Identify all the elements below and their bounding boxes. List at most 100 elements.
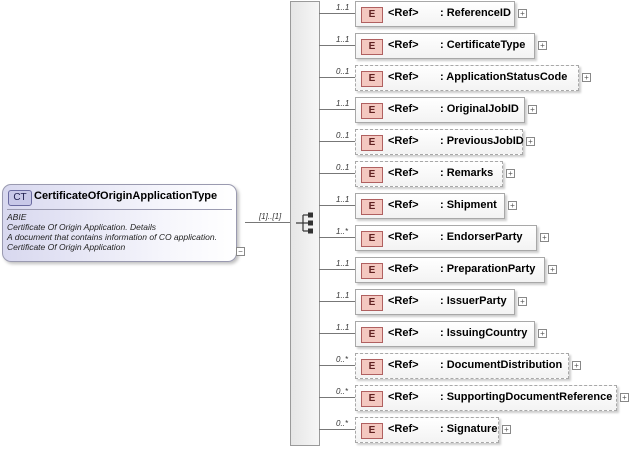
- element-name: : Remarks: [440, 167, 494, 179]
- expand-toggle[interactable]: +: [540, 233, 549, 242]
- element-badge: E: [361, 295, 383, 311]
- expand-toggle[interactable]: +: [538, 329, 547, 338]
- element-badge: E: [361, 423, 383, 439]
- element-ref-label: <Ref>: [388, 295, 419, 307]
- sequence-cardinality: [1]..[1]: [259, 212, 282, 221]
- element-connector: [319, 333, 355, 334]
- expand-toggle[interactable]: +: [508, 201, 517, 210]
- element-connector: [319, 301, 355, 302]
- element-cardinality: 0..1: [336, 131, 350, 140]
- element-box[interactable]: E <Ref> : Signature: [355, 417, 499, 443]
- ct-doc-line: Certificate Of Origin Application: [7, 242, 126, 252]
- element-box[interactable]: E <Ref> : ReferenceID: [355, 1, 515, 27]
- element-connector: [319, 397, 355, 398]
- element-ref-label: <Ref>: [388, 7, 419, 19]
- element-name: : IssuerParty: [440, 295, 507, 307]
- expand-toggle[interactable]: +: [572, 361, 581, 370]
- element-connector: [319, 269, 355, 270]
- element-name: : PreviousJobID: [440, 135, 524, 147]
- expand-toggle[interactable]: +: [538, 41, 547, 50]
- collapse-toggle[interactable]: −: [236, 247, 245, 256]
- element-cardinality: 0..1: [336, 67, 350, 76]
- expand-toggle[interactable]: +: [528, 105, 537, 114]
- element-box[interactable]: E<Ref>: EndorserParty: [355, 225, 537, 251]
- element-connector: [319, 429, 355, 430]
- element-ref-label: <Ref>: [388, 263, 419, 275]
- expand-toggle[interactable]: +: [582, 73, 591, 82]
- element-ref-label: <Ref>: [388, 167, 419, 179]
- element-cardinality: 1..1: [336, 99, 350, 108]
- ct-separator: [7, 209, 232, 210]
- element-ref-label: <Ref>: [388, 135, 419, 147]
- element-box[interactable]: E <Ref> : IssuerParty: [355, 289, 515, 315]
- element-name: : PreparationParty: [440, 263, 536, 275]
- element-name: : EndorserParty: [440, 231, 523, 243]
- element-name: : IssuingCountry: [440, 327, 528, 339]
- expand-toggle[interactable]: +: [518, 9, 527, 18]
- expand-toggle[interactable]: +: [548, 265, 557, 274]
- element-connector: [319, 45, 355, 46]
- element-connector: [319, 13, 355, 14]
- element-ref-label: <Ref>: [388, 71, 419, 83]
- element-badge: E: [361, 359, 383, 375]
- element-connector: [319, 173, 355, 174]
- expand-toggle[interactable]: +: [518, 297, 527, 306]
- element-box[interactable]: E<Ref>: SupportingDocumentReference: [355, 385, 617, 411]
- element-connector: [319, 365, 355, 366]
- expand-toggle[interactable]: +: [526, 137, 535, 146]
- element-ref-label: <Ref>: [388, 39, 419, 51]
- ct-doc-line: Certificate Of Origin Application. Detai…: [7, 222, 156, 232]
- element-badge: E: [361, 71, 383, 87]
- element-box[interactable]: E <Ref> : DocumentDistribution: [355, 353, 569, 379]
- element-cardinality: 1..1: [336, 259, 350, 268]
- element-badge: E: [361, 7, 383, 23]
- element-box[interactable]: E <Ref> : PreparationParty: [355, 257, 545, 283]
- element-badge: E: [361, 391, 383, 407]
- expand-toggle[interactable]: +: [506, 169, 515, 178]
- element-badge: E: [361, 135, 383, 151]
- element-badge: E: [361, 263, 383, 279]
- expand-toggle[interactable]: +: [502, 425, 511, 434]
- element-badge: E: [361, 327, 383, 343]
- element-cardinality: 0..1: [336, 163, 350, 172]
- element-cardinality: 1..1: [336, 291, 350, 300]
- element-box[interactable]: E <Ref> : PreviousJobID: [355, 129, 524, 155]
- element-box[interactable]: E <Ref> : OriginalJobID: [355, 97, 525, 123]
- element-box[interactable]: E <Ref> : Remarks: [355, 161, 503, 187]
- sequence-compositor[interactable]: [290, 1, 320, 446]
- ct-doc-line: ABIE: [7, 212, 27, 222]
- element-box[interactable]: E <Ref> : IssuingCountry: [355, 321, 535, 347]
- element-ref-label: <Ref>: [388, 231, 419, 243]
- element-ref-label: <Ref>: [388, 199, 419, 211]
- ct-doc-line: A document that contains information of …: [7, 232, 217, 242]
- element-ref-label: <Ref>: [388, 327, 419, 339]
- element-name: : Signature: [440, 423, 498, 435]
- element-cardinality: 1..1: [336, 323, 350, 332]
- element-name: : DocumentDistribution: [440, 359, 563, 371]
- expand-toggle[interactable]: +: [620, 393, 629, 402]
- element-ref-label: <Ref>: [388, 359, 419, 371]
- ct-badge: CT: [8, 190, 32, 206]
- element-ref-label: <Ref>: [388, 103, 419, 115]
- element-name: : ReferenceID: [440, 7, 511, 19]
- element-box[interactable]: E<Ref>: Shipment: [355, 193, 505, 219]
- connector-line: [245, 222, 290, 223]
- element-connector: [319, 205, 355, 206]
- complex-type-box[interactable]: CT CertificateOfOriginApplicationType AB…: [2, 184, 237, 262]
- element-box[interactable]: E <Ref> : ApplicationStatusCode: [355, 65, 579, 91]
- element-cardinality: 1..1: [336, 35, 350, 44]
- element-connector: [319, 109, 355, 110]
- element-badge: E: [361, 103, 383, 119]
- element-name: : OriginalJobID: [440, 103, 519, 115]
- element-name: : SupportingDocumentReference: [440, 391, 613, 403]
- element-name: : Shipment: [440, 199, 497, 211]
- element-cardinality: 0..*: [336, 387, 349, 396]
- element-cardinality: 0..*: [336, 419, 349, 428]
- element-badge: E: [361, 167, 383, 183]
- element-box[interactable]: E<Ref>: CertificateType: [355, 33, 535, 59]
- element-connector: [319, 141, 355, 142]
- element-name: : ApplicationStatusCode: [440, 71, 568, 83]
- element-ref-label: <Ref>: [388, 423, 419, 435]
- element-connector: [319, 77, 355, 78]
- element-name: : CertificateType: [440, 39, 526, 51]
